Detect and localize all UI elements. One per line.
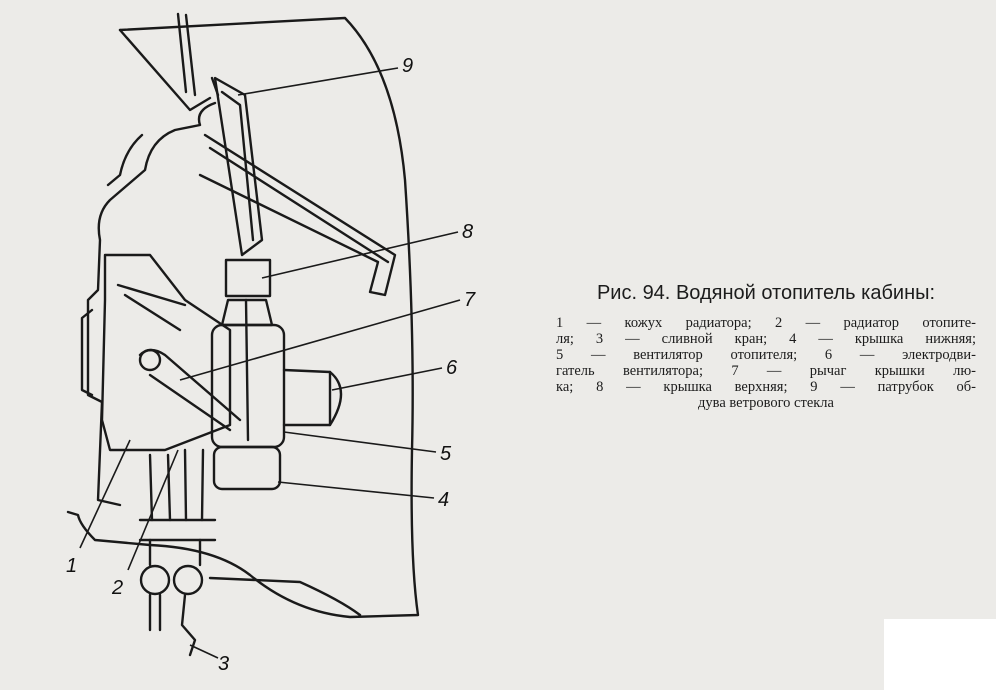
- callout-8: 8: [462, 221, 473, 243]
- callout-2: 2: [111, 577, 123, 599]
- lower-cover: [212, 445, 282, 491]
- fan-motor: [282, 368, 343, 427]
- hose-sleeve: [224, 258, 272, 298]
- legend-line: 5 — вентилятор отопителя; 6 — электродви…: [556, 347, 976, 363]
- callout-7: 7: [464, 289, 476, 311]
- figure-caption: Рис. 94. Водяной отопитель кабины: 1 — к…: [556, 282, 976, 411]
- legend-line: гатель вентилятора; 7 — рычаг крышки лю-: [556, 363, 976, 379]
- callout-6: 6: [446, 357, 458, 379]
- windshield-duct: [213, 76, 264, 257]
- leader-line-4: [277, 481, 435, 499]
- leader-line-1: [79, 439, 131, 549]
- legend-line: ля; 3 — сливной кран; 4 — крышка нижняя;: [556, 331, 976, 347]
- drain-cock: [180, 593, 197, 657]
- radiator-casing: [100, 253, 232, 452]
- callout-9: 9: [402, 55, 413, 77]
- leader-line-3: [189, 644, 219, 659]
- leader-line-6: [331, 367, 443, 391]
- callout-1: 1: [66, 555, 77, 577]
- leader-line-9: [237, 67, 399, 96]
- cabin-wall-outline: [66, 16, 420, 619]
- blank-corner: [884, 619, 996, 690]
- leader-line-8: [261, 231, 459, 279]
- figure-title: Водяной отопитель кабины:: [675, 282, 936, 304]
- legend-line: дува ветрового стекла: [698, 395, 834, 411]
- callout-4: 4: [438, 489, 449, 511]
- upper-cover: [198, 133, 397, 297]
- cover-lever: [138, 348, 242, 422]
- dashboard-panel: [86, 101, 217, 507]
- heater-diagram: 9 8 7 6 5 4 1 2 3: [66, 12, 476, 675]
- figure-number: Рис. 94.: [596, 282, 671, 304]
- legend-line: 1 — кожух радиатора; 2 — радиатор отопит…: [556, 315, 976, 331]
- leader-line-7: [179, 299, 461, 381]
- radiator-pipes: [148, 448, 205, 522]
- leader-line-5: [283, 431, 437, 453]
- leader-line-2: [127, 449, 179, 571]
- caption-legend: 1 — кожух радиатора; 2 — радиатор отопит…: [556, 315, 976, 411]
- callout-5: 5: [440, 443, 452, 465]
- callout-3: 3: [218, 653, 229, 675]
- windshield-frame: [118, 28, 212, 112]
- floor-line: [208, 576, 362, 617]
- legend-line: ка; 8 — крышка верхняя; 9 — патрубок об-: [556, 379, 976, 395]
- caption-title: Рис. 94. Водяной отопитель кабины:: [556, 282, 976, 305]
